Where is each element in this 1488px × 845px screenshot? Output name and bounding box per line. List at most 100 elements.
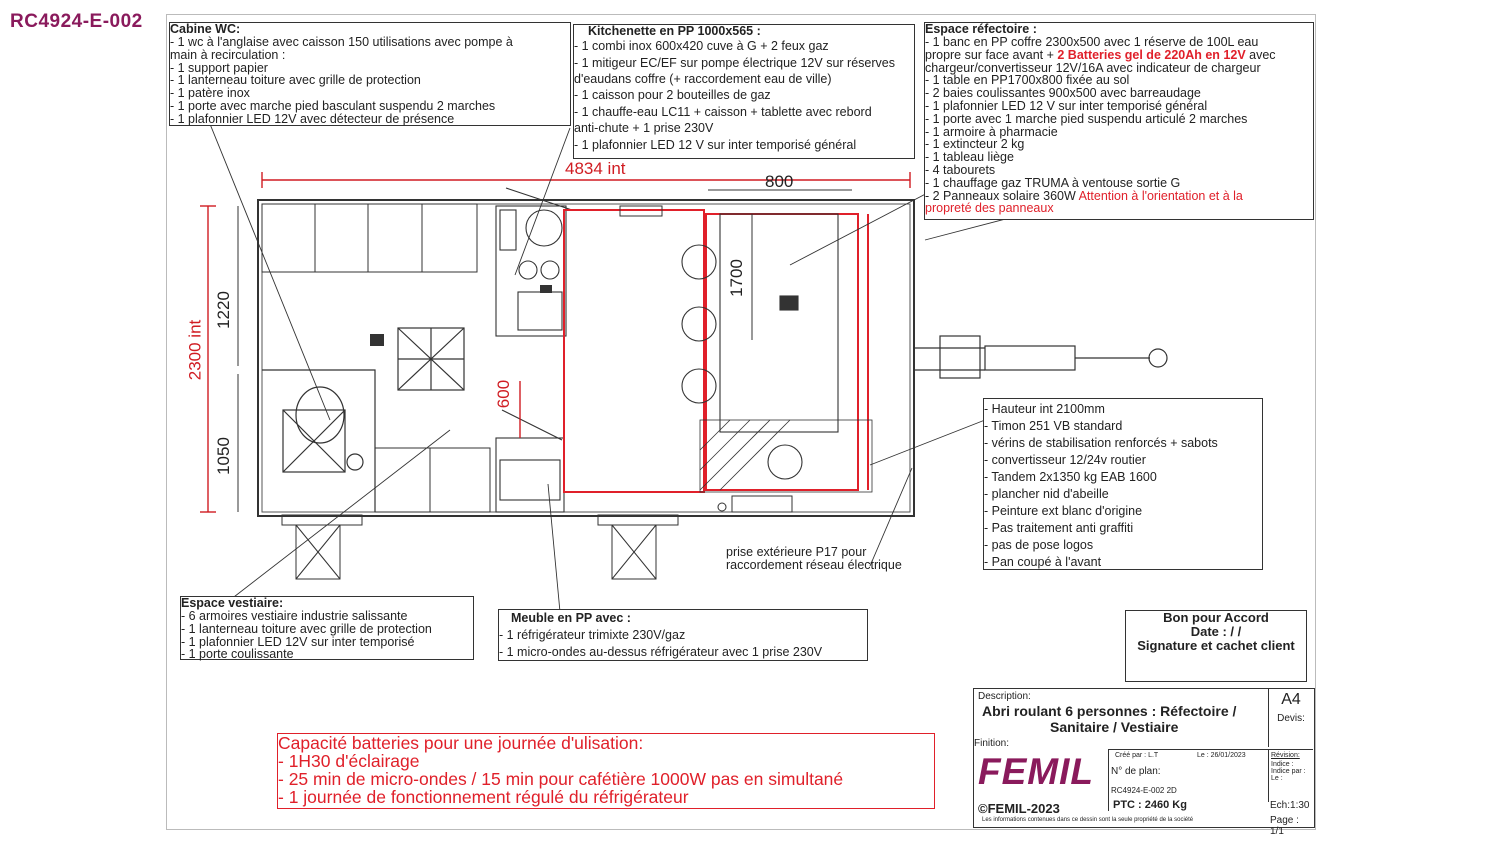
specs-box: - Hauteur int 2100mm - Timon 251 VB stan… [983,398,1263,570]
wheels-right [597,514,679,580]
plan-cell: Créé par : L.T Le : 26/01/2023 N° de pla… [1108,749,1269,802]
meuble-box: Meuble en PP avec : - 1 réfrigérateur tr… [498,609,868,661]
refectoire-line: - 1 armoire à pharmacie [925,124,1058,139]
wc-cabin [262,369,376,512]
ptc: PTC : 2460 Kg [1108,799,1187,811]
spec-item: - plancher nid d'abeille [984,487,1109,501]
spec-item: - pas de pose logos [984,538,1094,552]
battery-note-line: Capacité batteries pour une journée d'ul… [278,733,644,753]
desc-line2: Sanitaire / Vestiaire [1050,719,1179,735]
meuble-line: - 1 réfrigérateur trimixte 230V/gaz [499,628,686,642]
battery-highlight: 2 Batteries gel de 220Ah en 12V [1057,47,1246,62]
finition-label: Finition: [974,738,1010,749]
cabine-wc-line: - 1 patère inox [170,86,250,101]
dim-600: 600 [494,379,514,409]
cabine-wc-title: Cabine WC: [170,22,241,36]
refectoire-line2c: avec [1245,47,1276,62]
refectoire-line: - 2 Panneaux solaire 360W Attention à l'… [925,188,1313,203]
trailer-outline [257,199,915,517]
dim-length: 4834 int [565,159,626,178]
title-block: Description: Abri roulant 6 personnes : … [973,688,1315,837]
kitchenette-line: - 1 chauffe-eau LC11 + caisson + tablett… [574,105,872,119]
outlet-ext [717,502,727,512]
accord-signature: Signature et cachet client [1137,638,1295,653]
spec-item: - vérins de stabilisation renforcés + sa… [984,436,1218,450]
spec-item: - Peinture ext blanc d'origine [984,504,1143,518]
refectoire-line: - 2 baies coulissantes 900x500 avec barr… [925,86,1201,101]
refectoire-box: Espace réfectoire : - 1 banc en PP coffr… [924,22,1314,220]
vestiaire-line: - 6 armoires vestiaire industrie salissa… [181,609,408,623]
refectoire-line: - 1 tableau liège [925,150,1014,165]
skylight [397,327,465,391]
plan-label: N° de plan: [1111,766,1161,777]
prise-note-line: raccordement réseau électrique [726,558,902,572]
cabine-wc-box: Cabine WC: - 1 wc à l'anglaise avec cais… [169,22,571,126]
desc-line1: Abri roulant 6 personnes : Réfectoire / [982,703,1237,719]
battery-note-line: - 1 journée de fonctionnement régulé du … [278,787,689,807]
format-value: A4 [1281,691,1301,708]
cabine-wc-line: - 1 support papier [170,60,268,75]
indice-label: Indice : [1271,761,1294,768]
refectoire-title: Espace réfectoire : [925,22,1037,36]
kitchenette-line: - 1 combi inox 600x420 cuve à G + 2 feux… [574,39,829,53]
light-fixture-2 [540,285,552,293]
prise-note-line: prise extérieure P17 pour [726,545,867,559]
copyright: ©FEMIL-2023 [978,801,1060,816]
spec-item: - Hauteur int 2100mm [984,402,1105,416]
spec-item: - Tandem 2x1350 kg EAB 1600 [984,470,1157,484]
refectoire-line: - 1 extincteur 2 kg [925,137,1025,152]
vestiaire-title: Espace vestiaire: [181,596,284,610]
door-bottom [731,495,793,513]
dim-1050: 1050 [213,437,233,475]
battery-capacity-note: Capacité batteries pour une journée d'ul… [277,733,935,809]
cabine-wc-line: main à recirculation : [170,47,286,62]
echelle: Ech:1:30 [1270,800,1310,811]
kitchenette-line: - 1 caisson pour 2 bouteilles de gaz [574,88,771,102]
revision-le: Le : [1271,775,1283,782]
trailer-inner [261,203,911,513]
refectoire-line: - 1 table en PP1700x800 fixée au sol [925,73,1130,88]
femil-logo: FEMIL [978,751,1094,792]
kitchenette [495,187,573,337]
format-cell: A4 Devis: [1268,689,1313,747]
tow-bar [914,335,1168,379]
spec-item: - Pas traitement anti graffiti [984,521,1134,535]
spec-item: - Pan coupé à l'avant [984,555,1102,569]
dining-area-red [563,209,869,493]
bench-hatched [699,419,873,493]
solar-warning: Attention à l'orientation et à la [1078,188,1243,203]
refectoire-line: - 1 banc en PP coffre 2300x500 avec 1 ré… [925,35,1259,49]
accord-title: Bon pour Accord [1163,610,1269,625]
kitchenette-box: Kitchenette en PP 1000x565 : - 1 combi i… [573,24,915,159]
cabine-wc-line: - 1 lanterneau toiture avec grille de pr… [170,73,421,88]
indice-par-label: Indice par : [1271,768,1306,775]
dim-1220: 1220 [213,291,233,329]
meuble-line: - 1 micro-ondes au-dessus réfrigérateur … [499,645,823,659]
stools [681,244,803,480]
refectoire-line: - 1 chauffage gaz TRUMA à ventouse sorti… [925,175,1181,190]
battery-note-line: - 1H30 d'éclairage [278,751,420,771]
desc-label: Description: [978,691,1031,702]
cabine-wc-line: - 1 plafonnier LED 12V avec détecteur de… [170,111,455,126]
fridge-cabinet [495,409,565,513]
refectoire-line: - 1 plafonnier LED 12 V sur inter tempor… [925,98,1208,113]
solar-warning-cont: propreté des panneaux [925,201,1054,216]
accord-date: Date : / / [1190,624,1242,639]
accord-box: Bon pour Accord Date : / / Signature et … [1125,610,1307,682]
refectoire-line: - 1 porte avec 1 marche pied suspendu ar… [925,111,1248,126]
devis-label: Devis: [1277,713,1305,724]
light-fixture-1 [370,334,384,346]
meuble-title: Meuble en PP avec : [511,611,631,625]
footer-notice: Les informations contenues dans ce dessi… [982,817,1194,823]
kitchenette-line: d'eaudans coffre (+ raccordement eau de … [574,72,832,86]
vestiaire-box: Espace vestiaire: - 6 armoires vestiaire… [180,596,474,661]
refectoire-line2a: propre sur face avant + [925,47,1058,62]
dimension-lines [200,172,911,513]
battery-note-line: - 25 min de micro-ondes / 15 min pour ca… [278,769,844,789]
cabine-wc-line: - 1 wc à l'anglaise avec caisson 150 uti… [170,35,513,49]
dim-width: 2300 int [185,319,205,381]
dim-table-length: 1700 [726,259,746,297]
kitchenette-line: - 1 plafonnier LED 12 V sur inter tempor… [574,138,857,152]
spec-item: - Timon 251 VB standard [984,419,1123,433]
